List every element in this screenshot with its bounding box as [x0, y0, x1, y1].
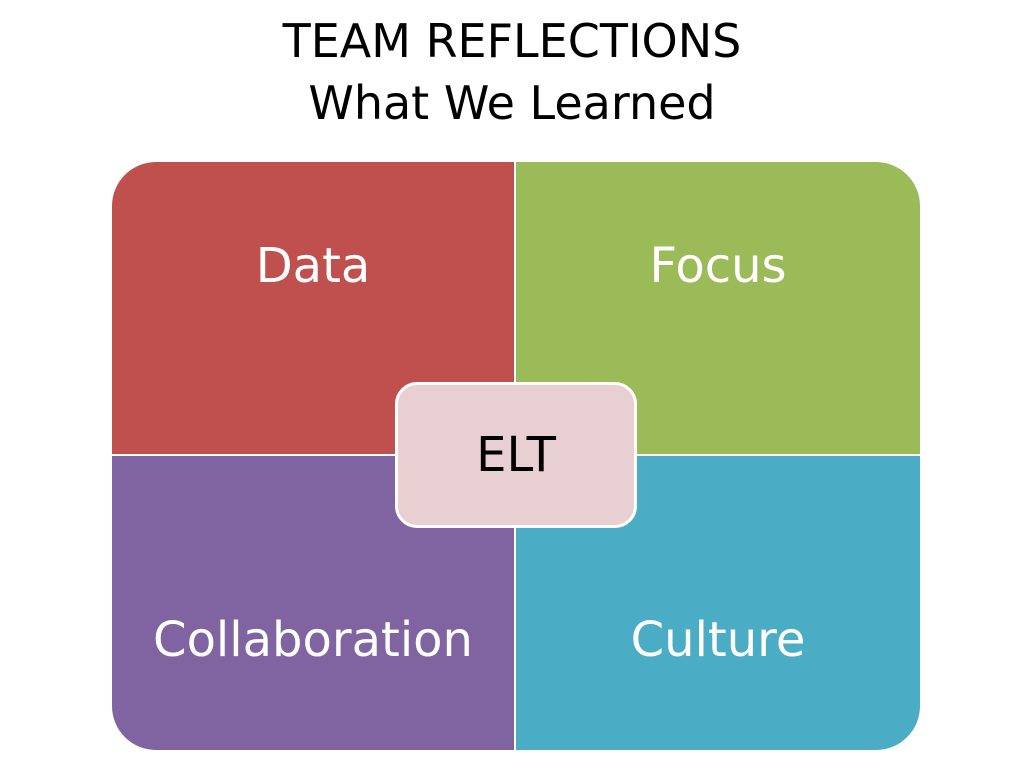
center-box-label: ELT: [476, 427, 556, 483]
quadrant-collaboration: Collaboration: [112, 456, 516, 750]
quadrant-culture-label: Culture: [630, 612, 806, 668]
quadrant-focus-label: Focus: [649, 238, 787, 294]
quadrant-data: Data: [112, 162, 516, 456]
quadrant-matrix: Data Focus Collaboration Culture: [112, 162, 920, 750]
title-line-1: TEAM REFLECTIONS: [282, 14, 742, 68]
center-box-elt: ELT: [395, 382, 637, 528]
slide-title: TEAM REFLECTIONS What We Learned: [0, 10, 1024, 134]
quadrant-data-label: Data: [255, 238, 371, 294]
quadrant-focus: Focus: [516, 162, 920, 456]
title-line-2: What We Learned: [308, 76, 716, 130]
quadrant-collaboration-label: Collaboration: [153, 612, 473, 668]
